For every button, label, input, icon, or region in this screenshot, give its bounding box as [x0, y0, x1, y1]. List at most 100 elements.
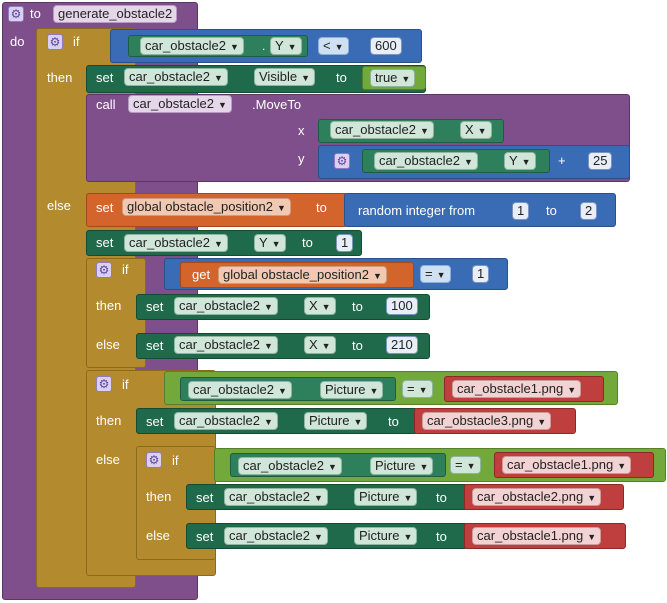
- number-field[interactable]: 100: [386, 297, 418, 315]
- dropdown-arrow-icon: ▼: [369, 386, 379, 396]
- else-label: else: [96, 337, 120, 352]
- procedure-name-field[interactable]: generate_obstacle2: [53, 5, 178, 23]
- number-field[interactable]: 1: [472, 265, 490, 283]
- dropdown-arrow-icon: ▼: [436, 270, 446, 280]
- gear-icon[interactable]: ⚙: [96, 262, 112, 278]
- property-dropdown[interactable]: Picture▼: [370, 457, 434, 475]
- dropdown-arrow-icon: ▼: [477, 126, 487, 136]
- property-dropdown[interactable]: X▼: [304, 336, 336, 354]
- dropdown-arrow-icon: ▼: [263, 417, 273, 427]
- procedure-do-label: do: [10, 34, 25, 49]
- asset-dropdown[interactable]: car_obstacle1.png▼: [452, 380, 582, 398]
- component-dropdown[interactable]: car_obstacle2▼: [124, 234, 228, 252]
- set-label: set: [196, 490, 214, 505]
- dropdown-arrow-icon: ▼: [287, 42, 297, 52]
- component-dropdown[interactable]: car_obstacle2▼: [124, 68, 228, 86]
- boolean-dropdown[interactable]: true▼: [370, 69, 416, 87]
- else-label: else: [146, 528, 170, 543]
- component-dropdown[interactable]: car_obstacle2▼: [140, 37, 244, 55]
- operator-dropdown[interactable]: <▼: [318, 37, 349, 55]
- asset-dropdown[interactable]: car_obstacle1.png▼: [502, 456, 632, 474]
- dropdown-arrow-icon: ▼: [327, 462, 337, 472]
- number-field[interactable]: 25: [588, 152, 613, 170]
- to-label: to: [302, 235, 313, 250]
- property-dropdown[interactable]: Visible▼: [254, 68, 315, 86]
- dropdown-arrow-icon: ▼: [217, 100, 227, 110]
- component-dropdown[interactable]: car_obstacle2▼: [224, 488, 328, 506]
- y-label: y: [298, 151, 305, 166]
- gear-icon[interactable]: ⚙: [146, 452, 162, 468]
- operator-dropdown[interactable]: =▼: [402, 380, 433, 398]
- if-label: if: [122, 377, 129, 392]
- set-label: set: [96, 70, 114, 85]
- method-label: .MoveTo: [252, 97, 302, 112]
- dropdown-arrow-icon: ▼: [419, 126, 429, 136]
- property-dropdown[interactable]: Picture▼: [320, 381, 384, 399]
- dropdown-arrow-icon: ▼: [263, 341, 273, 351]
- number-field[interactable]: 1: [512, 202, 530, 220]
- variable-dropdown[interactable]: global obstacle_position2▼: [218, 266, 387, 284]
- dropdown-arrow-icon: ▼: [403, 493, 413, 503]
- component-dropdown[interactable]: car_obstacle2▼: [174, 336, 278, 354]
- asset-dropdown[interactable]: car_obstacle1.png▼: [472, 527, 602, 545]
- if-label: if: [122, 262, 129, 277]
- gear-icon[interactable]: ⚙: [8, 6, 24, 22]
- dropdown-arrow-icon: ▼: [353, 417, 363, 427]
- if-label: if: [172, 453, 179, 468]
- x-label: x: [298, 123, 305, 138]
- operator-dropdown[interactable]: =▼: [450, 456, 481, 474]
- dropdown-arrow-icon: ▼: [321, 302, 331, 312]
- dropdown-arrow-icon: ▼: [419, 462, 429, 472]
- set-label: set: [96, 200, 114, 215]
- property-dropdown[interactable]: Y▼: [254, 234, 286, 252]
- operator-dropdown[interactable]: =▼: [420, 265, 451, 283]
- asset-dropdown[interactable]: car_obstacle3.png▼: [422, 412, 552, 430]
- set-label: set: [146, 299, 164, 314]
- to-label: to: [352, 338, 363, 353]
- component-dropdown[interactable]: car_obstacle2▼: [174, 412, 278, 430]
- component-dropdown[interactable]: car_obstacle2▼: [174, 297, 278, 315]
- to-label: to: [388, 414, 399, 429]
- asset-dropdown[interactable]: car_obstacle2.png▼: [472, 488, 602, 506]
- gear-icon[interactable]: ⚙: [47, 34, 63, 50]
- property-dropdown[interactable]: Picture▼: [354, 488, 418, 506]
- set-label: set: [96, 235, 114, 250]
- component-dropdown[interactable]: car_obstacle2▼: [188, 381, 292, 399]
- number-field[interactable]: 1: [336, 234, 354, 252]
- plus-label: +: [558, 153, 566, 168]
- component-dropdown[interactable]: car_obstacle2▼: [374, 152, 478, 170]
- property-dropdown[interactable]: Y▼: [270, 37, 302, 55]
- to-label: to: [546, 203, 557, 218]
- number-field[interactable]: 600: [370, 37, 402, 55]
- dropdown-arrow-icon: ▼: [587, 493, 597, 503]
- random-integer-block[interactable]: [344, 193, 616, 227]
- dropdown-arrow-icon: ▼: [313, 532, 323, 542]
- get-label: get: [192, 267, 211, 282]
- to-label: to: [336, 70, 347, 85]
- set-label: set: [146, 338, 164, 353]
- component-dropdown[interactable]: car_obstacle2▼: [128, 95, 232, 113]
- property-dropdown[interactable]: Y▼: [504, 152, 536, 170]
- dropdown-arrow-icon: ▼: [418, 385, 428, 395]
- dropdown-arrow-icon: ▼: [263, 302, 273, 312]
- gear-icon[interactable]: ⚙: [334, 153, 350, 169]
- to-label: to: [352, 299, 363, 314]
- property-dropdown[interactable]: Picture▼: [304, 412, 368, 430]
- dropdown-arrow-icon: ▼: [213, 73, 223, 83]
- dropdown-arrow-icon: ▼: [277, 386, 287, 396]
- gear-icon[interactable]: ⚙: [96, 376, 112, 392]
- variable-dropdown[interactable]: global obstacle_position2▼: [122, 198, 291, 216]
- dropdown-arrow-icon: ▼: [334, 42, 344, 52]
- dropdown-arrow-icon: ▼: [463, 157, 473, 167]
- number-field[interactable]: 210: [386, 336, 418, 354]
- dot-label: .: [262, 39, 266, 53]
- property-dropdown[interactable]: Picture▼: [354, 527, 418, 545]
- property-dropdown[interactable]: X▼: [460, 121, 492, 139]
- dropdown-arrow-icon: ▼: [537, 417, 547, 427]
- to-label: to: [436, 490, 447, 505]
- component-dropdown[interactable]: car_obstacle2▼: [224, 527, 328, 545]
- property-dropdown[interactable]: X▼: [304, 297, 336, 315]
- number-field[interactable]: 2: [580, 202, 598, 220]
- component-dropdown[interactable]: car_obstacle2▼: [330, 121, 434, 139]
- component-dropdown[interactable]: car_obstacle2▼: [238, 457, 342, 475]
